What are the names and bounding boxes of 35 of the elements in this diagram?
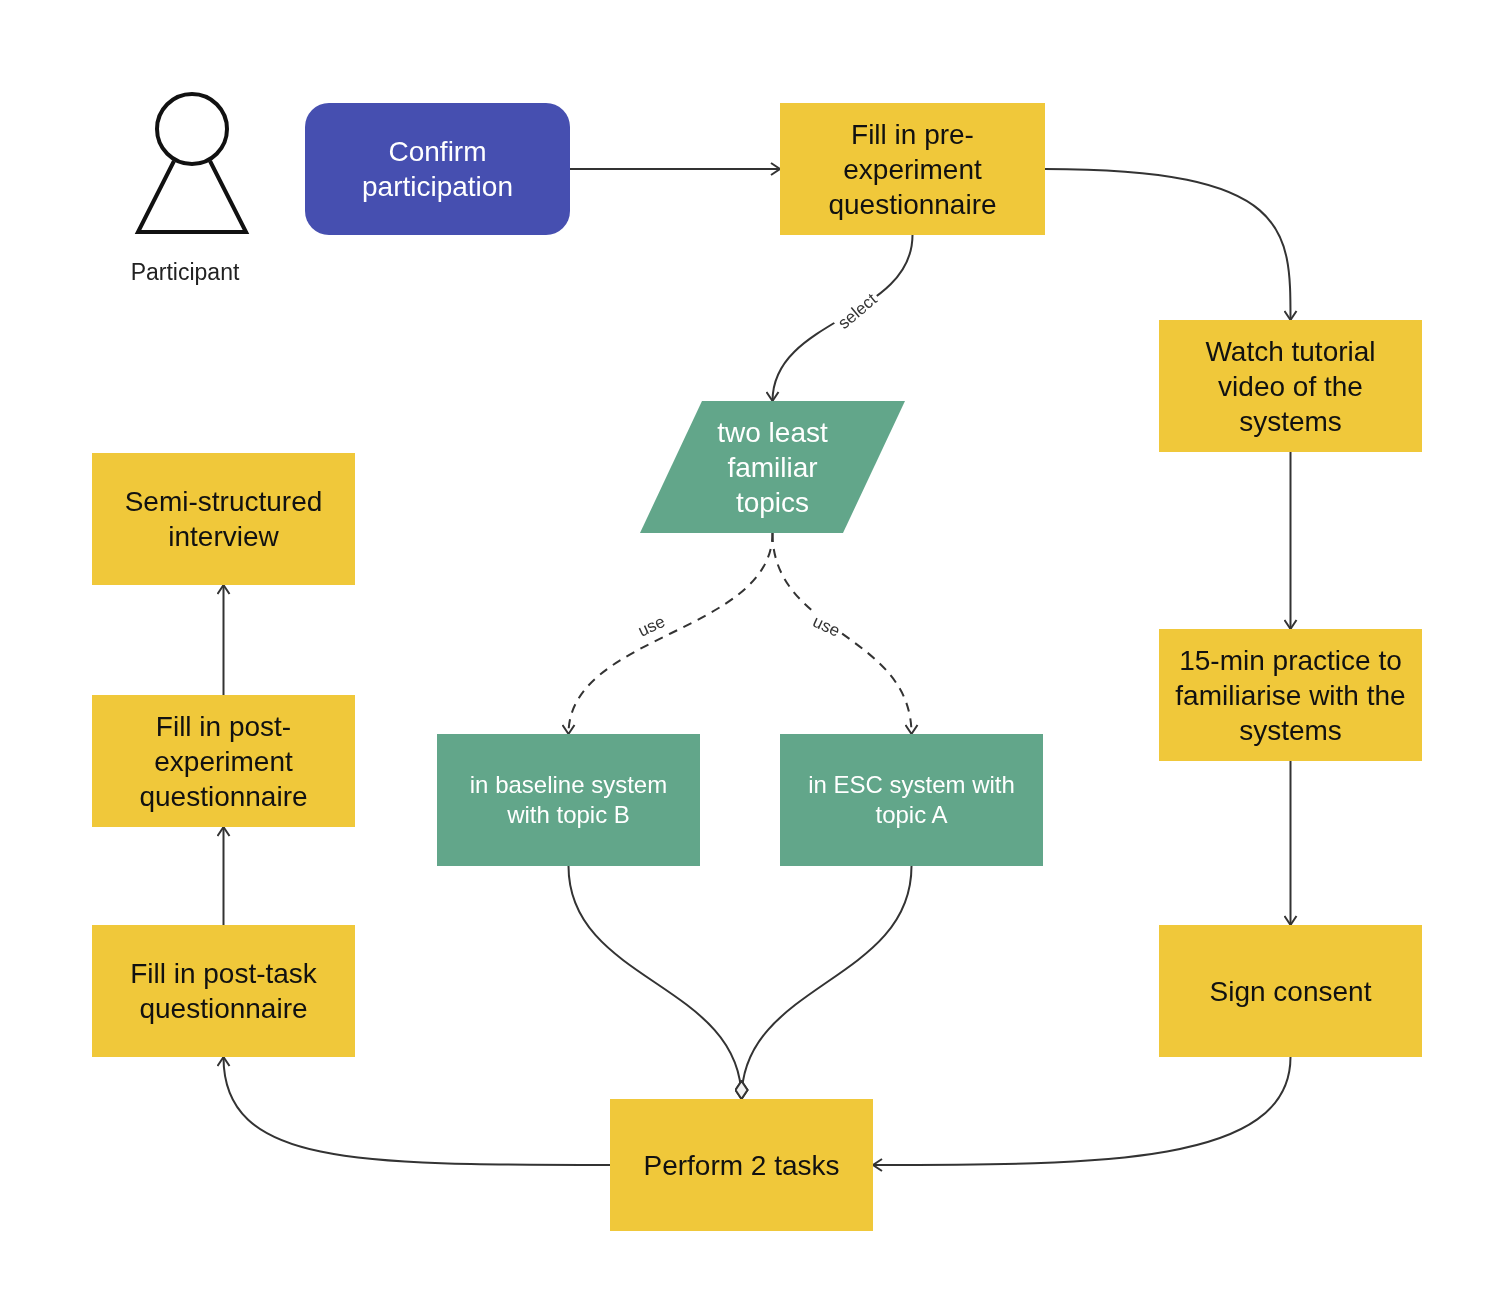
arrow [1283, 760, 1298, 926]
arrow [1044, 168, 1298, 321]
process-box [92, 695, 355, 827]
dashed-arrow [771, 532, 918, 735]
process-box [92, 453, 355, 585]
node-text: in baseline system with topic B [468, 770, 669, 830]
arrow [217, 1056, 611, 1166]
node-text: Watch tutorial video of the systems [1204, 334, 1377, 439]
process-box [780, 103, 1045, 235]
node-text: two least familiar topics [716, 415, 829, 520]
arrow [1283, 451, 1298, 630]
node-text: Fill in post-task questionnaire [129, 957, 318, 1026]
process-box [1159, 320, 1422, 452]
node-text: Participant [129, 258, 241, 287]
process-box [1159, 629, 1422, 761]
dashed-arrow [563, 532, 774, 735]
arrow [216, 584, 231, 696]
process-box [92, 925, 355, 1057]
node-text: Perform 2 tasks [643, 1148, 840, 1183]
data-parallelogram [640, 401, 905, 533]
node-text: in ESC system with topic A [807, 770, 1016, 830]
node-text: Confirm participation [361, 135, 514, 204]
node-text: Fill in post-experiment questionnaire [138, 709, 309, 814]
arrow [569, 162, 781, 176]
node-text: Fill in pre-experiment questionnaire [827, 117, 998, 222]
arrow [216, 826, 231, 926]
node-text: Semi-structured interview [123, 485, 324, 554]
node-text: Sign consent [1209, 974, 1372, 1009]
process-box [1159, 925, 1422, 1057]
arrow [872, 1056, 1292, 1172]
process-box [780, 734, 1043, 866]
process-box [437, 734, 700, 866]
process-box [610, 1099, 873, 1231]
node-text: 15-min practice to familiarise with the systems [1174, 643, 1407, 748]
start-box [305, 103, 570, 235]
